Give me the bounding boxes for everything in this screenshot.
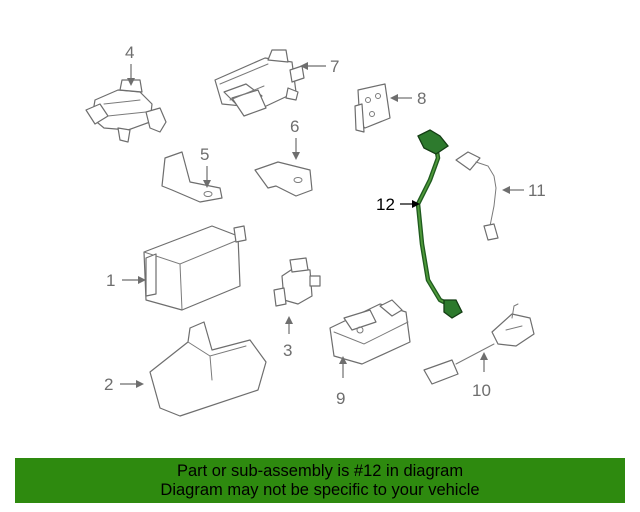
callout-12: 12 (376, 195, 395, 214)
callout-7: 7 (330, 57, 339, 76)
part-5-bracket (161, 151, 223, 203)
callout-5: 5 (200, 145, 209, 164)
callout-10: 10 (472, 381, 491, 400)
info-banner: Part or sub-assembly is #12 in diagram D… (15, 458, 625, 503)
part-4-valve (85, 79, 167, 143)
part-2-canister-bracket (149, 321, 267, 417)
parts-diagram: 4 7 8 5 6 (85, 43, 546, 417)
part-9-purge-valve (329, 299, 411, 365)
callout-2: 2 (104, 375, 113, 394)
part-11-oxygen-sensor (455, 151, 499, 241)
callout-11: 11 (528, 181, 546, 200)
callout-6: 6 (290, 117, 299, 136)
callout-8: 8 (417, 89, 426, 108)
part-1-canister (143, 225, 247, 311)
part-6-bracket (254, 161, 313, 197)
banner-line-1: Part or sub-assembly is #12 in diagram (176, 461, 464, 480)
part-10-sensor (423, 303, 535, 385)
part-7-vacuum-valve (214, 49, 305, 117)
banner-line-2: Diagram may not be specific to your vehi… (160, 480, 480, 499)
part-12-oxygen-sensor (415, 129, 463, 319)
callout-9: 9 (336, 389, 345, 408)
callout-1: 1 (106, 271, 115, 290)
part-3-solenoid (273, 257, 321, 307)
callout-3: 3 (283, 341, 292, 360)
part-8-bracket (354, 83, 391, 133)
callout-4: 4 (125, 43, 134, 62)
